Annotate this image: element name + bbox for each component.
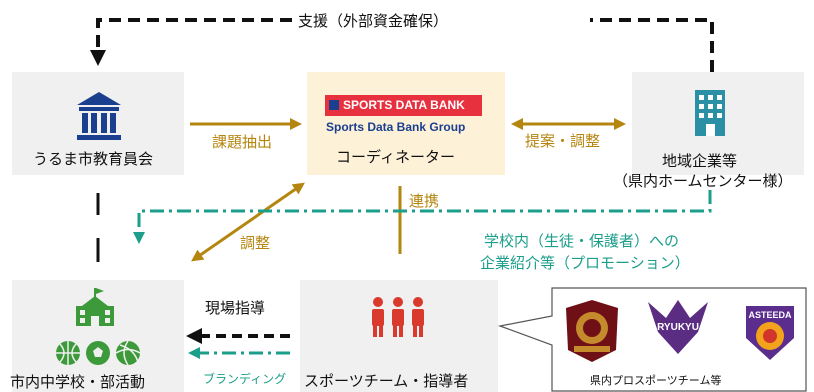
support-label: 支援（外部資金確保） bbox=[298, 12, 449, 30]
office-building-icon bbox=[695, 90, 725, 136]
sports-data-bank-logo: SPORTS DATA BANK bbox=[325, 95, 482, 116]
coordinator-label: コーディネーター bbox=[336, 148, 455, 166]
government-building-icon bbox=[77, 92, 121, 140]
board-label: うるま市教育員会 bbox=[33, 150, 154, 168]
sports-team-label: スポーツチーム・指導者 bbox=[304, 372, 469, 390]
board-box bbox=[12, 72, 184, 175]
team-people-icon bbox=[372, 297, 424, 337]
promotion-label-1: 学校内（生徒・保護者）への bbox=[484, 232, 680, 250]
svg-text:RYUKYU: RYUKYU bbox=[657, 322, 699, 333]
logo-mark bbox=[329, 100, 339, 110]
adjustment-label: 調整 bbox=[240, 234, 271, 252]
soccer-ball-icon bbox=[86, 341, 110, 365]
team-logo-2: RYUKYU bbox=[648, 300, 708, 354]
volleyball-icon bbox=[115, 340, 141, 366]
enterprise-label-1: 地域企業等 bbox=[662, 152, 738, 170]
basketball-icon bbox=[56, 341, 80, 365]
enterprise-label-2: （県内ホームセンター様） bbox=[613, 172, 793, 190]
team-logo-1 bbox=[566, 300, 618, 362]
logo-brand-top: SPORTS DATA BANK bbox=[343, 98, 465, 112]
adjustment-arrow bbox=[191, 182, 305, 262]
svg-text:ASTEEDA: ASTEEDA bbox=[748, 310, 792, 320]
promotion-arrow bbox=[133, 190, 712, 244]
team-logo-3: ASTEEDA bbox=[746, 306, 794, 360]
support-arrow bbox=[98, 18, 714, 72]
issue-extraction-label: 課題抽出 bbox=[212, 133, 273, 151]
logo-brand-bottom: Sports Data Bank Group bbox=[326, 120, 466, 134]
promotion-label-2: 企業紹介等（プロモーション） bbox=[480, 254, 690, 272]
collaboration-label: 連携 bbox=[409, 192, 440, 210]
branding-label: ブランディング bbox=[203, 372, 287, 386]
school-label: 市内中学校・部活動 bbox=[10, 373, 146, 391]
proposal-adjustment-label: 提案・調整 bbox=[525, 132, 601, 150]
coordinator-box bbox=[307, 72, 505, 175]
school-icon bbox=[76, 288, 114, 326]
field-coaching-label: 現場指導 bbox=[205, 299, 266, 317]
callout-caption: 県内プロスポーツチーム等 bbox=[590, 374, 722, 387]
